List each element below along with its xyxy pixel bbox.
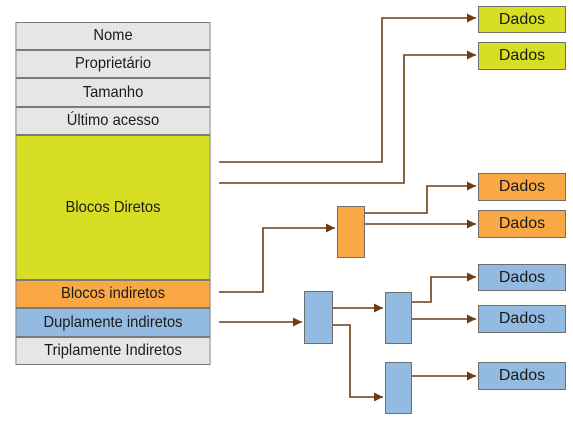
data-block-1-label: Dados — [498, 10, 546, 28]
inode-triplamente-indiretos-label: Triplamente Indiretos — [44, 342, 182, 359]
data-block-6-label: Dados — [498, 310, 546, 327]
data-block-2-label: Dados — [498, 47, 546, 64]
inode-field-ultimo-acesso: Último acesso — [15, 107, 211, 135]
data-block-4: Dados — [478, 210, 566, 238]
data-block-7-label: Dados — [498, 367, 546, 384]
inode-duplamente-indiretos-label: Duplamente indiretos — [43, 313, 183, 331]
inode-blocos-indiretos: Blocos indiretos — [15, 280, 211, 308]
data-block-4-label: Dados — [498, 215, 546, 232]
data-block-2: Dados — [478, 42, 566, 70]
data-block-1: Dados — [478, 6, 566, 33]
data-block-3: Dados — [478, 173, 566, 201]
inode-field-proprietario: Proprietário — [15, 50, 211, 78]
inode-blocos-diretos: Blocos Diretos — [15, 135, 211, 280]
inode-duplamente-indiretos: Duplamente indiretos — [15, 308, 211, 337]
inode-field-tamanho-label: Tamanho — [82, 83, 144, 101]
data-block-3-label: Dados — [498, 178, 546, 195]
data-block-5-label: Dados — [498, 268, 546, 286]
double-indirect-second-level-block-1 — [385, 292, 412, 344]
data-block-5: Dados — [478, 264, 566, 291]
inode-blocos-diretos-label: Blocos Diretos — [65, 198, 161, 216]
inode-blocos-indiretos-label: Blocos indiretos — [61, 285, 165, 302]
inode-field-nome-label: Nome — [93, 27, 133, 44]
inode-triplamente-indiretos: Triplamente Indiretos — [15, 337, 211, 365]
inode-field-tamanho: Tamanho — [15, 78, 211, 107]
data-block-7: Dados — [478, 362, 566, 390]
double-indirect-second-level-block-2 — [385, 362, 412, 414]
inode-field-proprietario-label: Proprietário — [74, 55, 152, 72]
inode-field-ultimo-acesso-label: Último acesso — [66, 112, 160, 129]
inode-field-nome: Nome — [15, 22, 211, 50]
single-indirect-index-block — [337, 206, 365, 258]
data-block-6: Dados — [478, 305, 566, 333]
double-indirect-first-level-block — [304, 291, 333, 344]
